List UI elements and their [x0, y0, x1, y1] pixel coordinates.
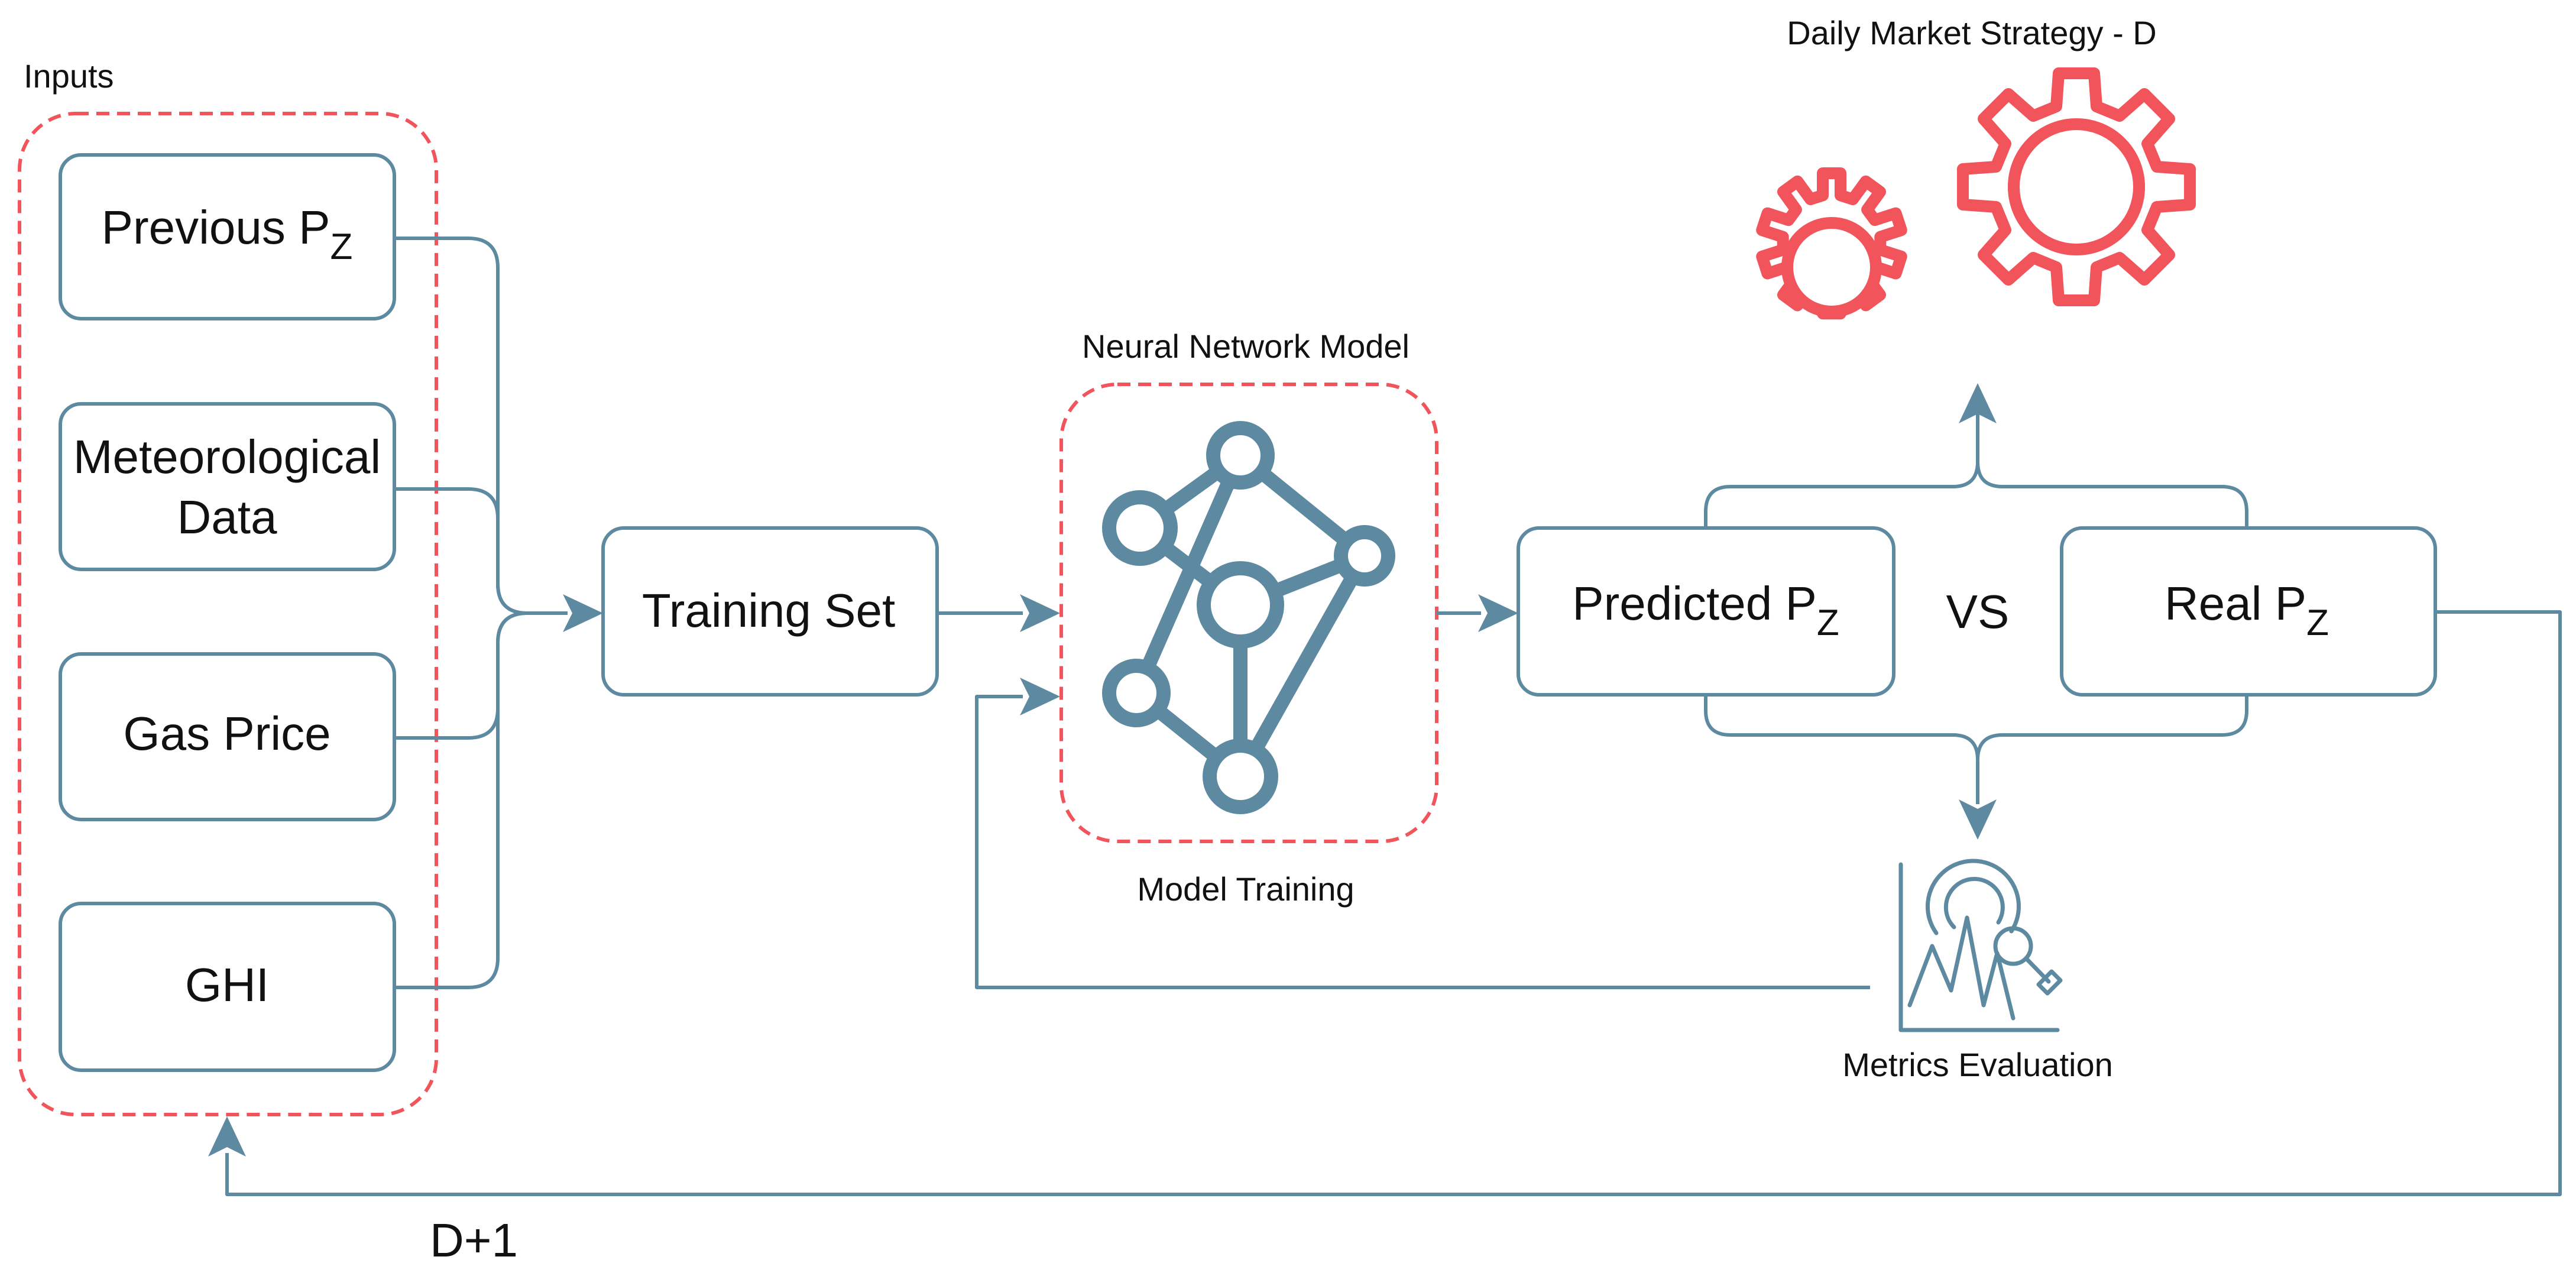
gears-icon — [1756, 167, 1907, 320]
inputs-group-border — [18, 112, 438, 1116]
predicted-pz-box[interactable]: Predicted PZ — [1517, 526, 1895, 697]
arrowhead-into-inputs — [208, 1116, 246, 1157]
nn-model-label: Neural Network Model — [1082, 328, 1409, 365]
inputs-label: Inputs — [24, 57, 114, 95]
vs-label: VS — [1946, 585, 2010, 638]
strategy-label: Daily Market Strategy - D — [1787, 14, 2157, 51]
gear-large-hole — [2008, 118, 2145, 255]
real-pz-text: Real P — [2165, 577, 2306, 630]
connector-previous-pz — [394, 237, 568, 615]
connector-ghi — [394, 611, 528, 989]
connector-metrics-feedback — [975, 695, 1870, 989]
input-box-meteorological-data[interactable]: Meteorological Data — [59, 402, 396, 571]
arrowhead-into-training-set — [563, 594, 603, 632]
input-meteorological-line1: Meteorological — [73, 430, 381, 483]
input-meteorological-line2: Data — [177, 491, 277, 543]
real-pz-subscript: Z — [2306, 603, 2329, 643]
metrics-label: Metrics Evaluation — [1842, 1046, 2113, 1083]
svg-text:Predicted PZ: Predicted PZ — [1572, 577, 1839, 643]
gear-small-hole — [1781, 217, 1882, 318]
gear-large-group — [1957, 67, 2196, 306]
input-gas-price-text: Gas Price — [123, 707, 330, 760]
arrowhead-feedback-into-nn — [1020, 678, 1060, 715]
neural-network-icon — [1102, 421, 1395, 814]
connector-d-plus-1-loop — [225, 610, 2562, 1196]
training-set-text: Training Set — [642, 584, 895, 637]
training-set-box[interactable]: Training Set — [601, 526, 939, 697]
arrowhead-into-metrics — [1959, 799, 1997, 840]
input-previous-pz-text: Previous P — [102, 201, 330, 254]
connector-to-strategy — [1704, 414, 2248, 528]
connector-gas-price — [394, 611, 528, 740]
predicted-pz-subscript: Z — [1817, 603, 1839, 643]
predicted-pz-text: Predicted P — [1572, 577, 1817, 630]
svg-text:Real PZ: Real PZ — [2165, 577, 2329, 643]
metrics-analysis-icon — [1898, 859, 2063, 1032]
connector-to-metrics — [1704, 695, 2248, 804]
svg-text:Previous PZ: Previous PZ — [102, 201, 353, 267]
loop-label-d-plus-1: D+1 — [430, 1214, 518, 1267]
connector-meteorological — [394, 487, 528, 615]
arrowhead-into-predicted — [1478, 594, 1518, 632]
input-ghi-text: GHI — [185, 958, 269, 1011]
input-box-ghi[interactable]: GHI — [59, 902, 396, 1072]
input-previous-pz-subscript: Z — [330, 226, 352, 267]
real-pz-box[interactable]: Real PZ — [2060, 526, 2437, 697]
model-training-label: Model Training — [1137, 870, 1354, 908]
input-box-previous-pz[interactable]: Previous PZ — [59, 153, 396, 320]
input-box-gas-price[interactable]: Gas Price — [59, 652, 396, 821]
arrowhead-into-nn — [1020, 594, 1060, 632]
arrowhead-into-strategy — [1959, 383, 1997, 423]
